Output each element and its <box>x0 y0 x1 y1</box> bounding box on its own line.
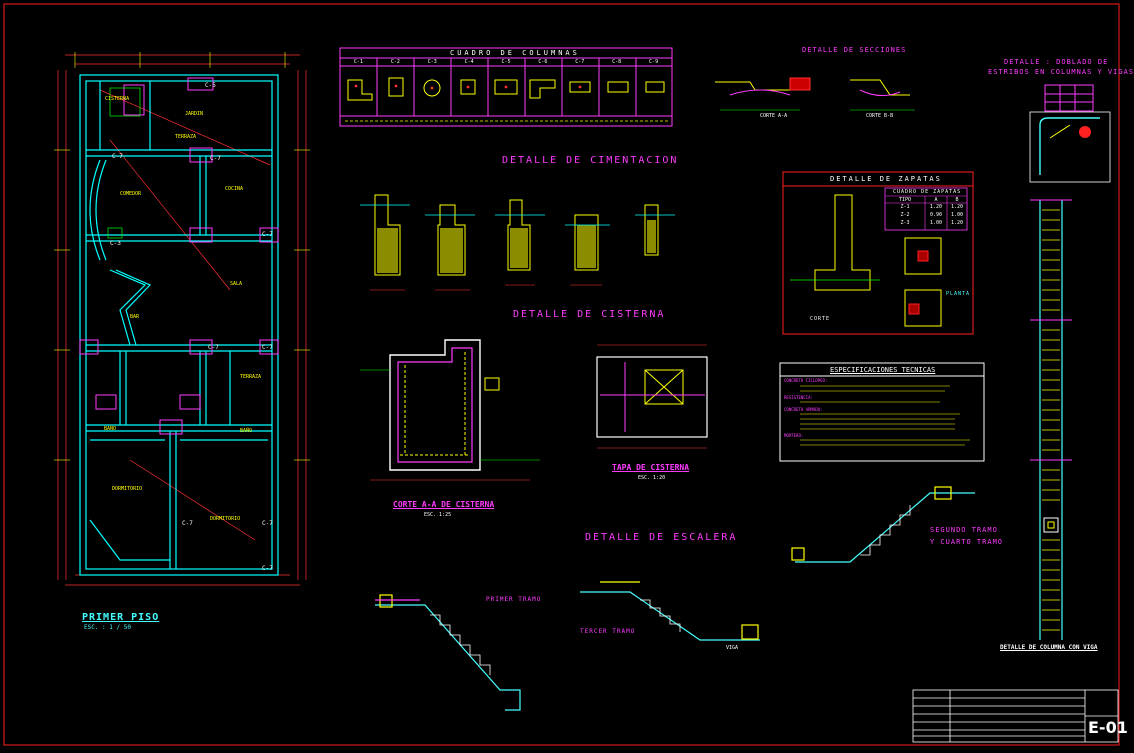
svg-text:TERRAZA: TERRAZA <box>240 374 261 380</box>
specs-heading: CONCRETO CICLOPEO: <box>784 378 828 383</box>
svg-text:C-7: C-7 <box>182 520 193 527</box>
svg-text:DORMITORIO: DORMITORIO <box>210 516 240 522</box>
stair-first-flight-label: PRIMER TRAMO <box>486 596 542 603</box>
foundation-title: DETALLE DE CIMENTACION <box>502 155 679 166</box>
column-header: C-7 <box>575 59 585 65</box>
floor-plan: C-5 C-7 C-7 C-3 C-7 C-7 C-7 C-7 C-7 C-7 … <box>54 52 310 586</box>
plan-scale: ESC. : 1 / 50 <box>84 624 131 631</box>
footing-header: A <box>934 197 938 203</box>
column-beam-graphic <box>1030 199 1072 640</box>
stair-third-flight-label: TERCER TRAMO <box>580 628 636 635</box>
footings-table: TIPO A B Z-1 1.20 1.20 Z-2 0.90 1.00 Z-3… <box>885 197 967 228</box>
footing-header: B <box>955 197 959 203</box>
columns-table-graphic <box>339 47 673 127</box>
specs-graphic <box>779 362 985 462</box>
svg-text:CISTERNA: CISTERNA <box>105 96 129 102</box>
sheet-frame <box>3 3 1120 746</box>
footing-cell: 1.20 <box>950 220 964 226</box>
footings-planta-label: PLANTA <box>946 291 971 297</box>
column-header: C-9 <box>649 59 659 65</box>
footing-cell: Z-3 <box>900 220 910 226</box>
svg-text:C-7: C-7 <box>262 231 273 238</box>
svg-text:TERRAZA: TERRAZA <box>175 134 196 140</box>
footing-cell: Z-1 <box>900 204 910 210</box>
column-header: C-2 <box>390 59 400 65</box>
footings-corte-label: CORTE <box>810 316 831 322</box>
cistern-cut-title: CORTE A-A DE CISTERNA <box>393 500 495 509</box>
sections-title: DETALLE DE SECCIONES <box>802 46 907 54</box>
specs-heading: RESISTENCIA: <box>784 395 813 400</box>
stair-fourth-flight-label: Y CUARTO TRAMO <box>930 538 1004 546</box>
stair-title: DETALLE DE ESCALERA <box>585 532 738 543</box>
sheet-number: E-01 <box>1088 718 1128 737</box>
svg-text:BAR: BAR <box>130 314 140 320</box>
section-cut-b: CORTE B-B <box>866 113 894 119</box>
cistern-cut-scale: ESC. 1:25 <box>424 512 452 518</box>
stirrups-graphic <box>1029 84 1111 183</box>
specs-title: ESPECIFICACIONES TECNICAS <box>830 366 936 374</box>
footing-header: TIPO <box>898 197 912 203</box>
svg-text:BAÑO: BAÑO <box>240 427 252 434</box>
cistern-cut-graphic <box>360 339 540 481</box>
columns-table-headers: C-1 C-2 C-3 C-4 C-5 C-6 C-7 C-8 C-9 <box>340 59 672 66</box>
svg-text:C-7: C-7 <box>210 155 221 162</box>
stair-second-flight-label: SEGUNDO TRAMO <box>930 526 998 534</box>
title-block-graphic <box>912 689 1119 743</box>
footing-cell: 1.20 <box>929 204 943 210</box>
svg-text:C-7: C-7 <box>262 520 273 527</box>
stirrups-title-2: ESTRIBOS EN COLUMNAS Y VIGAS <box>988 68 1134 76</box>
columns-table-title: CUADRO DE COLUMNAS <box>450 49 580 57</box>
foundation-graphic <box>360 194 675 291</box>
svg-text:C-7: C-7 <box>262 344 273 351</box>
column-header: C-4 <box>464 59 474 65</box>
column-header: C-1 <box>353 59 363 65</box>
section-cut-a: CORTE A-A <box>760 113 788 119</box>
footing-cell: 1.00 <box>929 220 943 226</box>
cistern-lid-title: TAPA DE CISTERNA <box>612 463 690 472</box>
footing-cell: 1.00 <box>950 212 964 218</box>
column-header: C-3 <box>427 59 437 65</box>
stairs-graphic <box>375 486 975 711</box>
svg-text:BAÑO: BAÑO <box>104 425 116 432</box>
footing-cell: Z-2 <box>900 212 910 218</box>
column-header: C-6 <box>538 59 548 65</box>
footing-cell: 1.20 <box>950 204 964 210</box>
svg-text:C-5: C-5 <box>205 82 216 89</box>
footings-table-title: CUADRO DE ZAPATAS <box>893 189 962 195</box>
stirrups-title-1: DETALLE : DOBLADO DE <box>1004 58 1109 66</box>
svg-text:COCINA: COCINA <box>225 186 243 192</box>
svg-text:C-7: C-7 <box>112 153 123 160</box>
column-header: C-5 <box>501 59 511 65</box>
footings-graphic <box>782 171 974 335</box>
footings-title: DETALLE DE ZAPATAS <box>830 175 942 183</box>
specs-heading: MORTERO: <box>784 433 804 438</box>
cistern-lid-scale: ESC. 1:20 <box>638 475 666 481</box>
svg-text:COMEDOR: COMEDOR <box>120 191 142 197</box>
svg-text:DORMITORIO: DORMITORIO <box>112 486 142 492</box>
svg-text:C-7: C-7 <box>208 344 219 351</box>
stair-beam-label: VIGA <box>726 645 739 651</box>
svg-text:JARDIN: JARDIN <box>185 111 203 117</box>
svg-text:SALA: SALA <box>230 281 242 287</box>
sections-graphic <box>715 77 915 111</box>
cistern-title: DETALLE DE CISTERNA <box>513 309 666 320</box>
column-beam-title: DETALLE DE COLUMNA CON VIGA <box>1000 644 1098 651</box>
svg-text:C-3: C-3 <box>110 240 121 247</box>
column-header: C-8 <box>612 59 622 65</box>
svg-text:C-7: C-7 <box>262 565 273 572</box>
plan-title: PRIMER PISO <box>82 612 160 623</box>
cistern-lid-graphic <box>596 344 708 449</box>
footing-cell: 0.90 <box>929 212 943 218</box>
specs-heading: CONCRETO ARMADO: <box>784 407 823 412</box>
